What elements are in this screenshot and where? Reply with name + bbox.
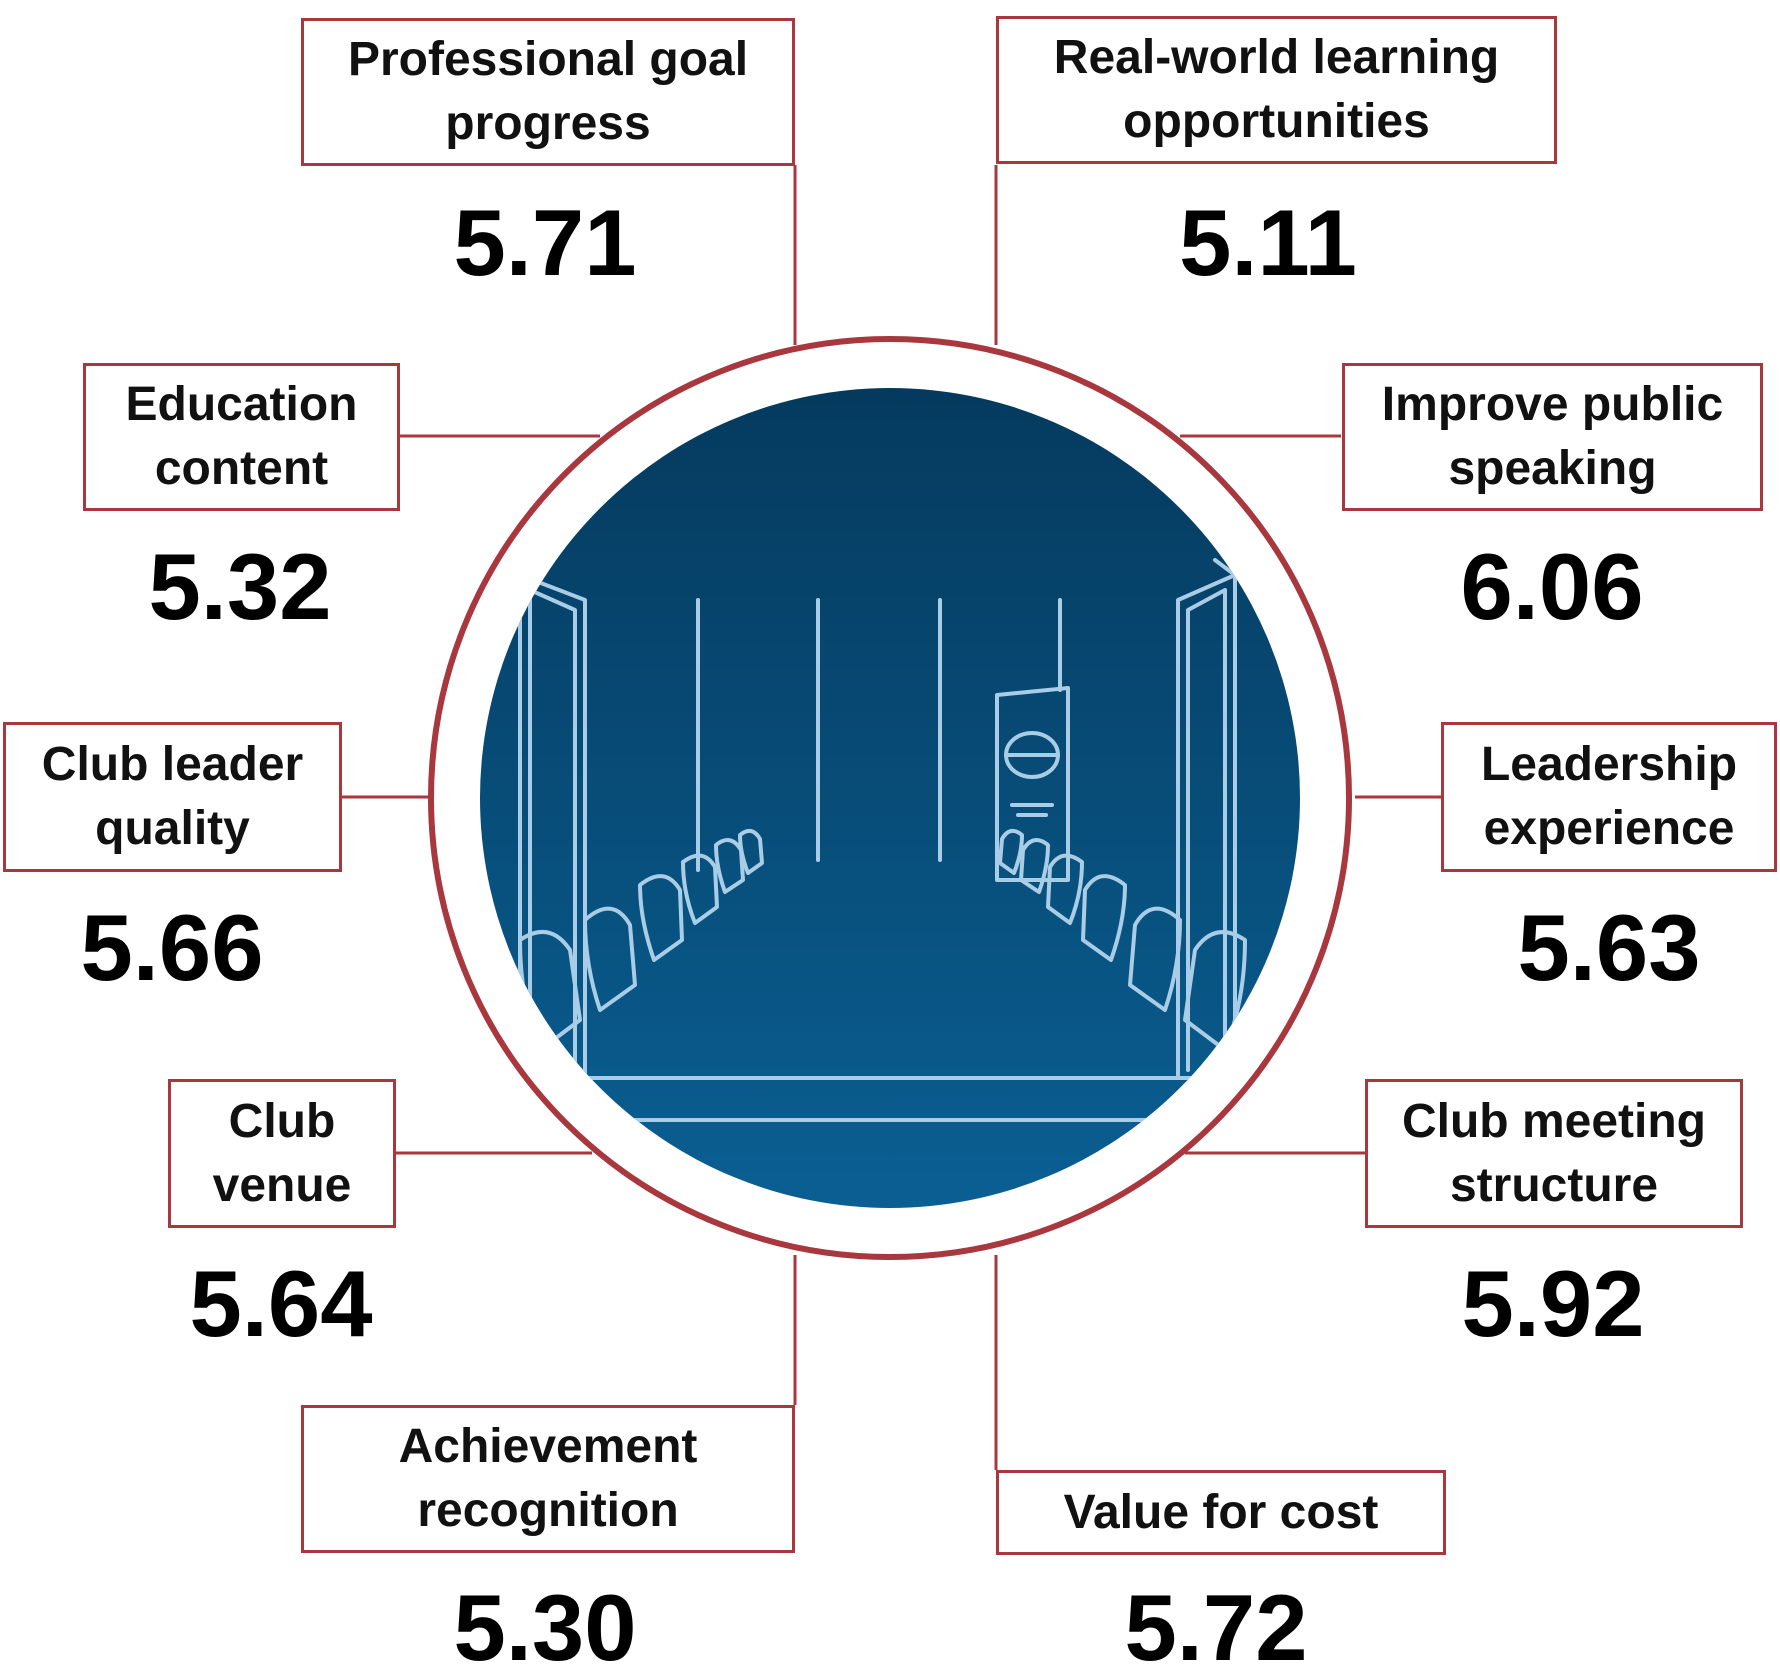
label-line: Leadership — [1480, 738, 1738, 791]
label-achievement-recognition: Achievement recognition — [301, 1405, 795, 1553]
label-line: Club leader — [41, 738, 304, 791]
label-line: Improve public — [1381, 378, 1724, 431]
label-line: experience — [1483, 802, 1735, 855]
label-real-world-learning: Real-world learning opportunities — [996, 16, 1557, 164]
label-line: structure — [1449, 1158, 1659, 1212]
score-value-for-cost: 5.72 — [1124, 1575, 1308, 1680]
score-real-world-learning: 5.11 — [1179, 190, 1357, 295]
label-line: Real-world learning — [1053, 31, 1500, 84]
label-line: Professional goal — [347, 33, 749, 86]
score-education-content: 5.32 — [148, 534, 332, 639]
label-line: speaking — [1448, 442, 1657, 495]
hub-inner-circle — [480, 388, 1300, 1208]
label-line: Achievement — [398, 1420, 698, 1473]
label-line: Education — [125, 378, 358, 431]
label-club-venue: Club venue — [168, 1079, 396, 1228]
score-achievement-recognition: 5.30 — [453, 1575, 637, 1680]
label-club-leader-quality: Club leader quality — [3, 722, 342, 872]
label-line: opportunities — [1123, 95, 1430, 148]
label-line: Value for cost — [1063, 1485, 1379, 1539]
score-improve-public-speaking: 6.06 — [1460, 534, 1644, 639]
label-line: Club meeting — [1401, 1094, 1706, 1148]
label-leadership-experience: Leadership experience — [1441, 722, 1777, 872]
label-club-meeting-structure: Club meeting structure — [1365, 1079, 1743, 1228]
score-club-meeting-structure: 5.92 — [1461, 1251, 1645, 1356]
score-leadership-experience: 5.63 — [1517, 895, 1701, 1000]
label-education-content: Education content — [83, 363, 400, 511]
label-line: venue — [212, 1158, 352, 1212]
label-professional-goal-progress: Professional goal progress — [301, 18, 795, 166]
score-club-leader-quality: 5.66 — [80, 895, 264, 1000]
label-value-for-cost: Value for cost — [996, 1470, 1446, 1555]
score-club-venue: 5.64 — [189, 1251, 373, 1356]
label-line: progress — [445, 97, 651, 150]
score-professional-goal-progress: 5.71 — [453, 190, 637, 295]
label-line: recognition — [417, 1484, 679, 1537]
label-line: content — [154, 442, 329, 495]
label-line: Club — [228, 1094, 336, 1148]
label-improve-public-speaking: Improve public speaking — [1342, 363, 1763, 511]
label-line: quality — [95, 802, 250, 855]
